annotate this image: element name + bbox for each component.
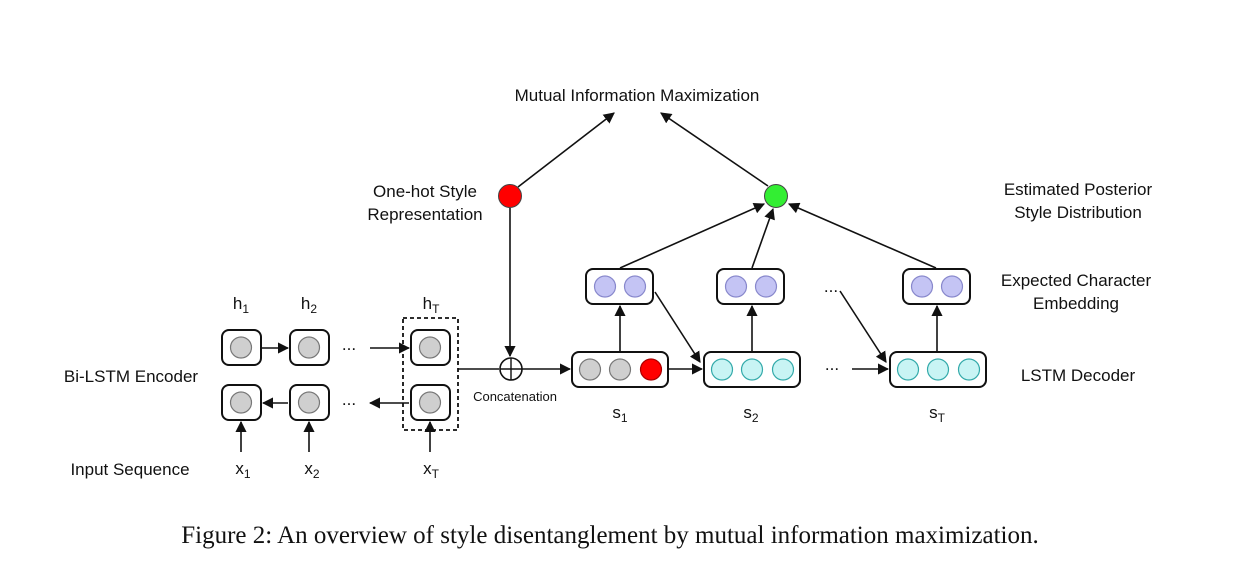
hT-label: hT (423, 294, 440, 316)
x1-label: x1 (235, 459, 251, 481)
encoder-label: Bi-LSTM Encoder (64, 367, 198, 386)
emb2-to-posterior-arrow (751, 207, 775, 269)
decoder-T-unit-2 (926, 358, 950, 381)
style-rep-label-line1: One-hot Style (373, 182, 477, 201)
encoder-bwd-unit-1 (229, 391, 253, 414)
s1-label: s1 (612, 403, 628, 425)
s2-label: s2 (743, 403, 759, 425)
h1-label: h1 (233, 294, 249, 316)
mi-title: Mutual Information Maximization (515, 86, 760, 105)
embedding-T-unit-1 (910, 275, 934, 298)
xT-label: xT (423, 459, 440, 481)
emb-to-decoderT-arrow (839, 290, 887, 363)
posterior-to-mi-arrow (660, 112, 769, 187)
decoder-ellipsis: ... (825, 355, 839, 374)
embT-to-posterior-arrow (787, 202, 937, 269)
decoder-T-unit-3 (957, 358, 981, 381)
style-onehot-node (498, 184, 522, 208)
char-emb-label-line2: Embedding (1033, 294, 1119, 313)
embedding-ellipsis: ... (824, 277, 838, 296)
posterior-label-line2: Style Distribution (1014, 203, 1142, 222)
decoder-1-style-unit (639, 358, 663, 381)
concat-node (499, 357, 523, 381)
encoder-forward-row (221, 329, 451, 366)
encoder-backward-row (221, 384, 451, 421)
x2-label: x2 (304, 459, 320, 481)
emb1-to-posterior-arrow (619, 202, 766, 269)
posterior-label-line1: Estimated Posterior (1004, 180, 1153, 199)
encoder-bwd-ellipsis: ... (342, 390, 356, 409)
emb1-to-decoder2-arrow (654, 291, 701, 363)
decoder-1-unit-2 (608, 358, 632, 381)
decoder-T-unit-1 (896, 358, 920, 381)
embedding-1-unit-2 (623, 275, 647, 298)
decoder-1-unit-1 (578, 358, 602, 381)
input-label: Input Sequence (70, 460, 189, 479)
decoder-label: LSTM Decoder (1021, 366, 1136, 385)
encoder-fwd-unit-T (418, 336, 442, 359)
sT-label: sT (929, 403, 946, 425)
encoder-fwd-ellipsis: ... (342, 335, 356, 354)
h2-label: h2 (301, 294, 317, 316)
decoder-2-unit-1 (710, 358, 734, 381)
figure-caption: Figure 2: An overview of style disentang… (181, 522, 1039, 549)
embedding-T-unit-2 (940, 275, 964, 298)
char-emb-label-line1: Expected Character (1001, 271, 1152, 290)
embedding-1-unit-1 (593, 275, 617, 298)
concat-label: Concatenation (473, 389, 557, 404)
style-rep-label-line2: Representation (367, 205, 482, 224)
posterior-style-node (764, 184, 788, 208)
encoder-bwd-unit-T (418, 391, 442, 414)
encoder-fwd-unit-2 (297, 336, 321, 359)
encoder-bwd-unit-2 (297, 391, 321, 414)
style-to-mi-arrow (517, 112, 615, 188)
embedding-2-unit-1 (724, 275, 748, 298)
encoder-fwd-unit-1 (229, 336, 253, 359)
decoder-2-unit-2 (740, 358, 764, 381)
decoder-2-unit-3 (771, 358, 795, 381)
embedding-2-unit-2 (754, 275, 778, 298)
